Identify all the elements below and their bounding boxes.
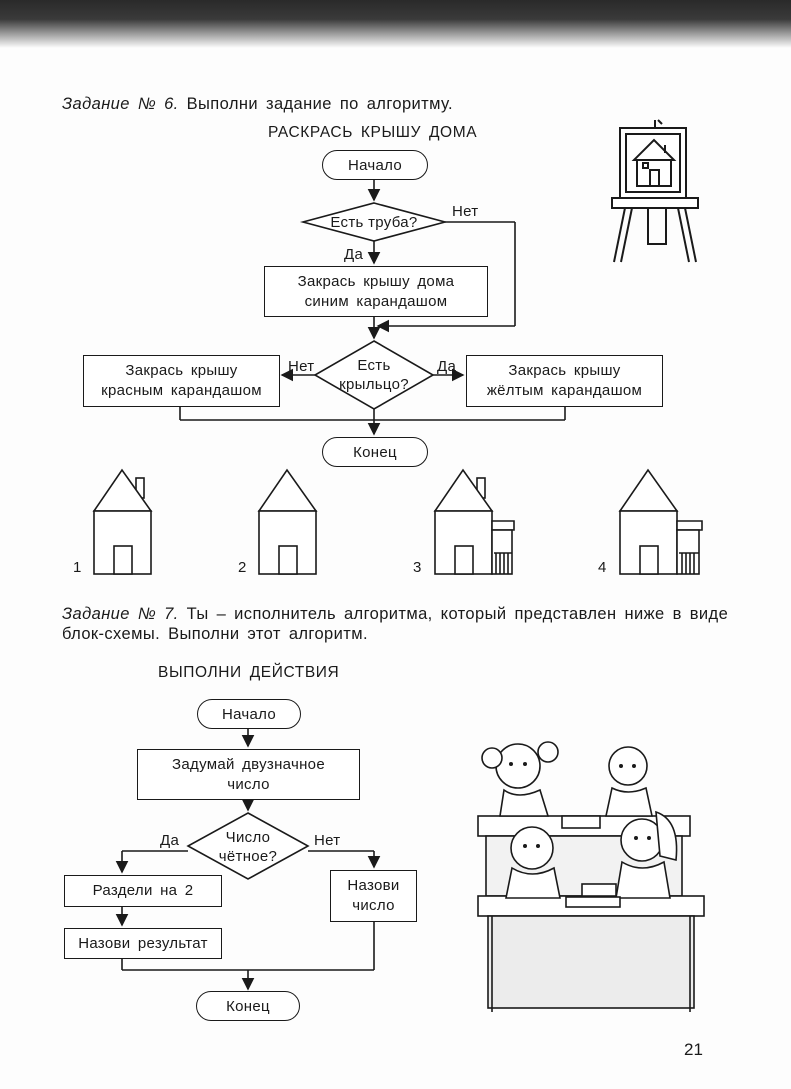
task6-action-yellow-line2: жёлтым карандашом bbox=[486, 382, 643, 399]
task7-action-think: Задумай двузначное число bbox=[137, 749, 360, 800]
task6-prefix: Задание № 6. bbox=[62, 95, 179, 113]
task6-no2-label: Нет bbox=[288, 358, 315, 375]
task6-action-yellow: Закрась крышу жёлтым карандашом bbox=[466, 355, 663, 407]
task7-text-line1: Ты – исполнитель алгоритма, который пред… bbox=[186, 605, 729, 623]
task6-start-label: Начало bbox=[347, 156, 403, 174]
task6-decision1-text: Есть труба? bbox=[330, 214, 418, 231]
task6-text: Выполни задание по алгоритму. bbox=[186, 95, 454, 113]
house-4 bbox=[618, 468, 703, 575]
task6-decision2-line1: Есть bbox=[357, 357, 391, 374]
task7-action-name: Назови число bbox=[330, 870, 417, 922]
task7-decision-text: Число чётное? bbox=[208, 828, 288, 866]
task6-start-terminal: Начало bbox=[322, 150, 428, 180]
task7-no-label: Нет bbox=[314, 832, 341, 849]
task7-prefix: Задание № 7. bbox=[62, 605, 179, 623]
task6-action-yellow-line1: Закрась крышу bbox=[508, 362, 621, 379]
task6-end-label: Конец bbox=[353, 443, 397, 461]
task6-yes2-label: Да bbox=[437, 358, 457, 375]
decision-even-shape bbox=[186, 812, 310, 880]
task7-text-line2: блок-схемы. Выполни этот алгоритм. bbox=[62, 625, 368, 643]
task7-action-divide: Раздели на 2 bbox=[64, 875, 222, 907]
task7-yes-label: Да bbox=[160, 832, 180, 849]
task6-yes1-label: Да bbox=[344, 246, 364, 263]
task6-action-red-line1: Закрась крышу bbox=[125, 362, 238, 379]
task7-action-think-line1: Задумай двузначное bbox=[172, 755, 325, 773]
task7-header-line1: Задание № 7. Ты – исполнитель алгоритма,… bbox=[62, 605, 728, 624]
task7-end-label: Конец bbox=[226, 997, 270, 1015]
house-number-4: 4 bbox=[598, 559, 607, 576]
task6-action-blue-line2: синим карандашом bbox=[304, 292, 448, 310]
house-number-2: 2 bbox=[238, 559, 247, 576]
task7-decision-line1: Число bbox=[225, 829, 271, 846]
task7-end-terminal: Конец bbox=[196, 991, 300, 1021]
task6-action-blue: Закрась крышу дома синим карандашом bbox=[264, 266, 488, 317]
task7-action-result: Назови результат bbox=[64, 928, 222, 959]
task6-end-terminal: Конец bbox=[322, 437, 428, 467]
task7-start-label: Начало bbox=[221, 705, 277, 723]
task7-action-think-line2: число bbox=[227, 775, 270, 793]
task6-decision2-line2: крыльцо? bbox=[339, 376, 409, 393]
scan-edge-shadow bbox=[0, 0, 791, 48]
house-1 bbox=[92, 468, 153, 575]
house-3 bbox=[433, 468, 515, 575]
house-number-1: 1 bbox=[73, 559, 82, 576]
task6-action-blue-line1: Закрась крышу дома bbox=[297, 272, 455, 290]
task7-start-terminal: Начало bbox=[197, 699, 301, 729]
task6-decision2-text: Есть крыльцо? bbox=[330, 356, 418, 394]
task7-action-name-line1: Назови bbox=[347, 877, 400, 894]
task6-action-red: Закрась крышу красным карандашом bbox=[83, 355, 280, 407]
task6-title: РАСКРАСЬ КРЫШУ ДОМА bbox=[268, 124, 478, 141]
house-2 bbox=[257, 468, 318, 575]
task7-decision-line2: чётное? bbox=[218, 848, 278, 865]
task7-action-name-line2: число bbox=[352, 897, 395, 914]
task6-no1-label: Нет bbox=[452, 203, 479, 220]
house-number-3: 3 bbox=[413, 559, 422, 576]
task6-action-red-line2: красным карандашом bbox=[101, 382, 262, 399]
task6-header: Задание № 6. Выполни задание по алгоритм… bbox=[62, 95, 453, 114]
page-number: 21 bbox=[684, 1040, 703, 1059]
task7-title: ВЫПОЛНИ ДЕЙСТВИЯ bbox=[158, 664, 340, 681]
